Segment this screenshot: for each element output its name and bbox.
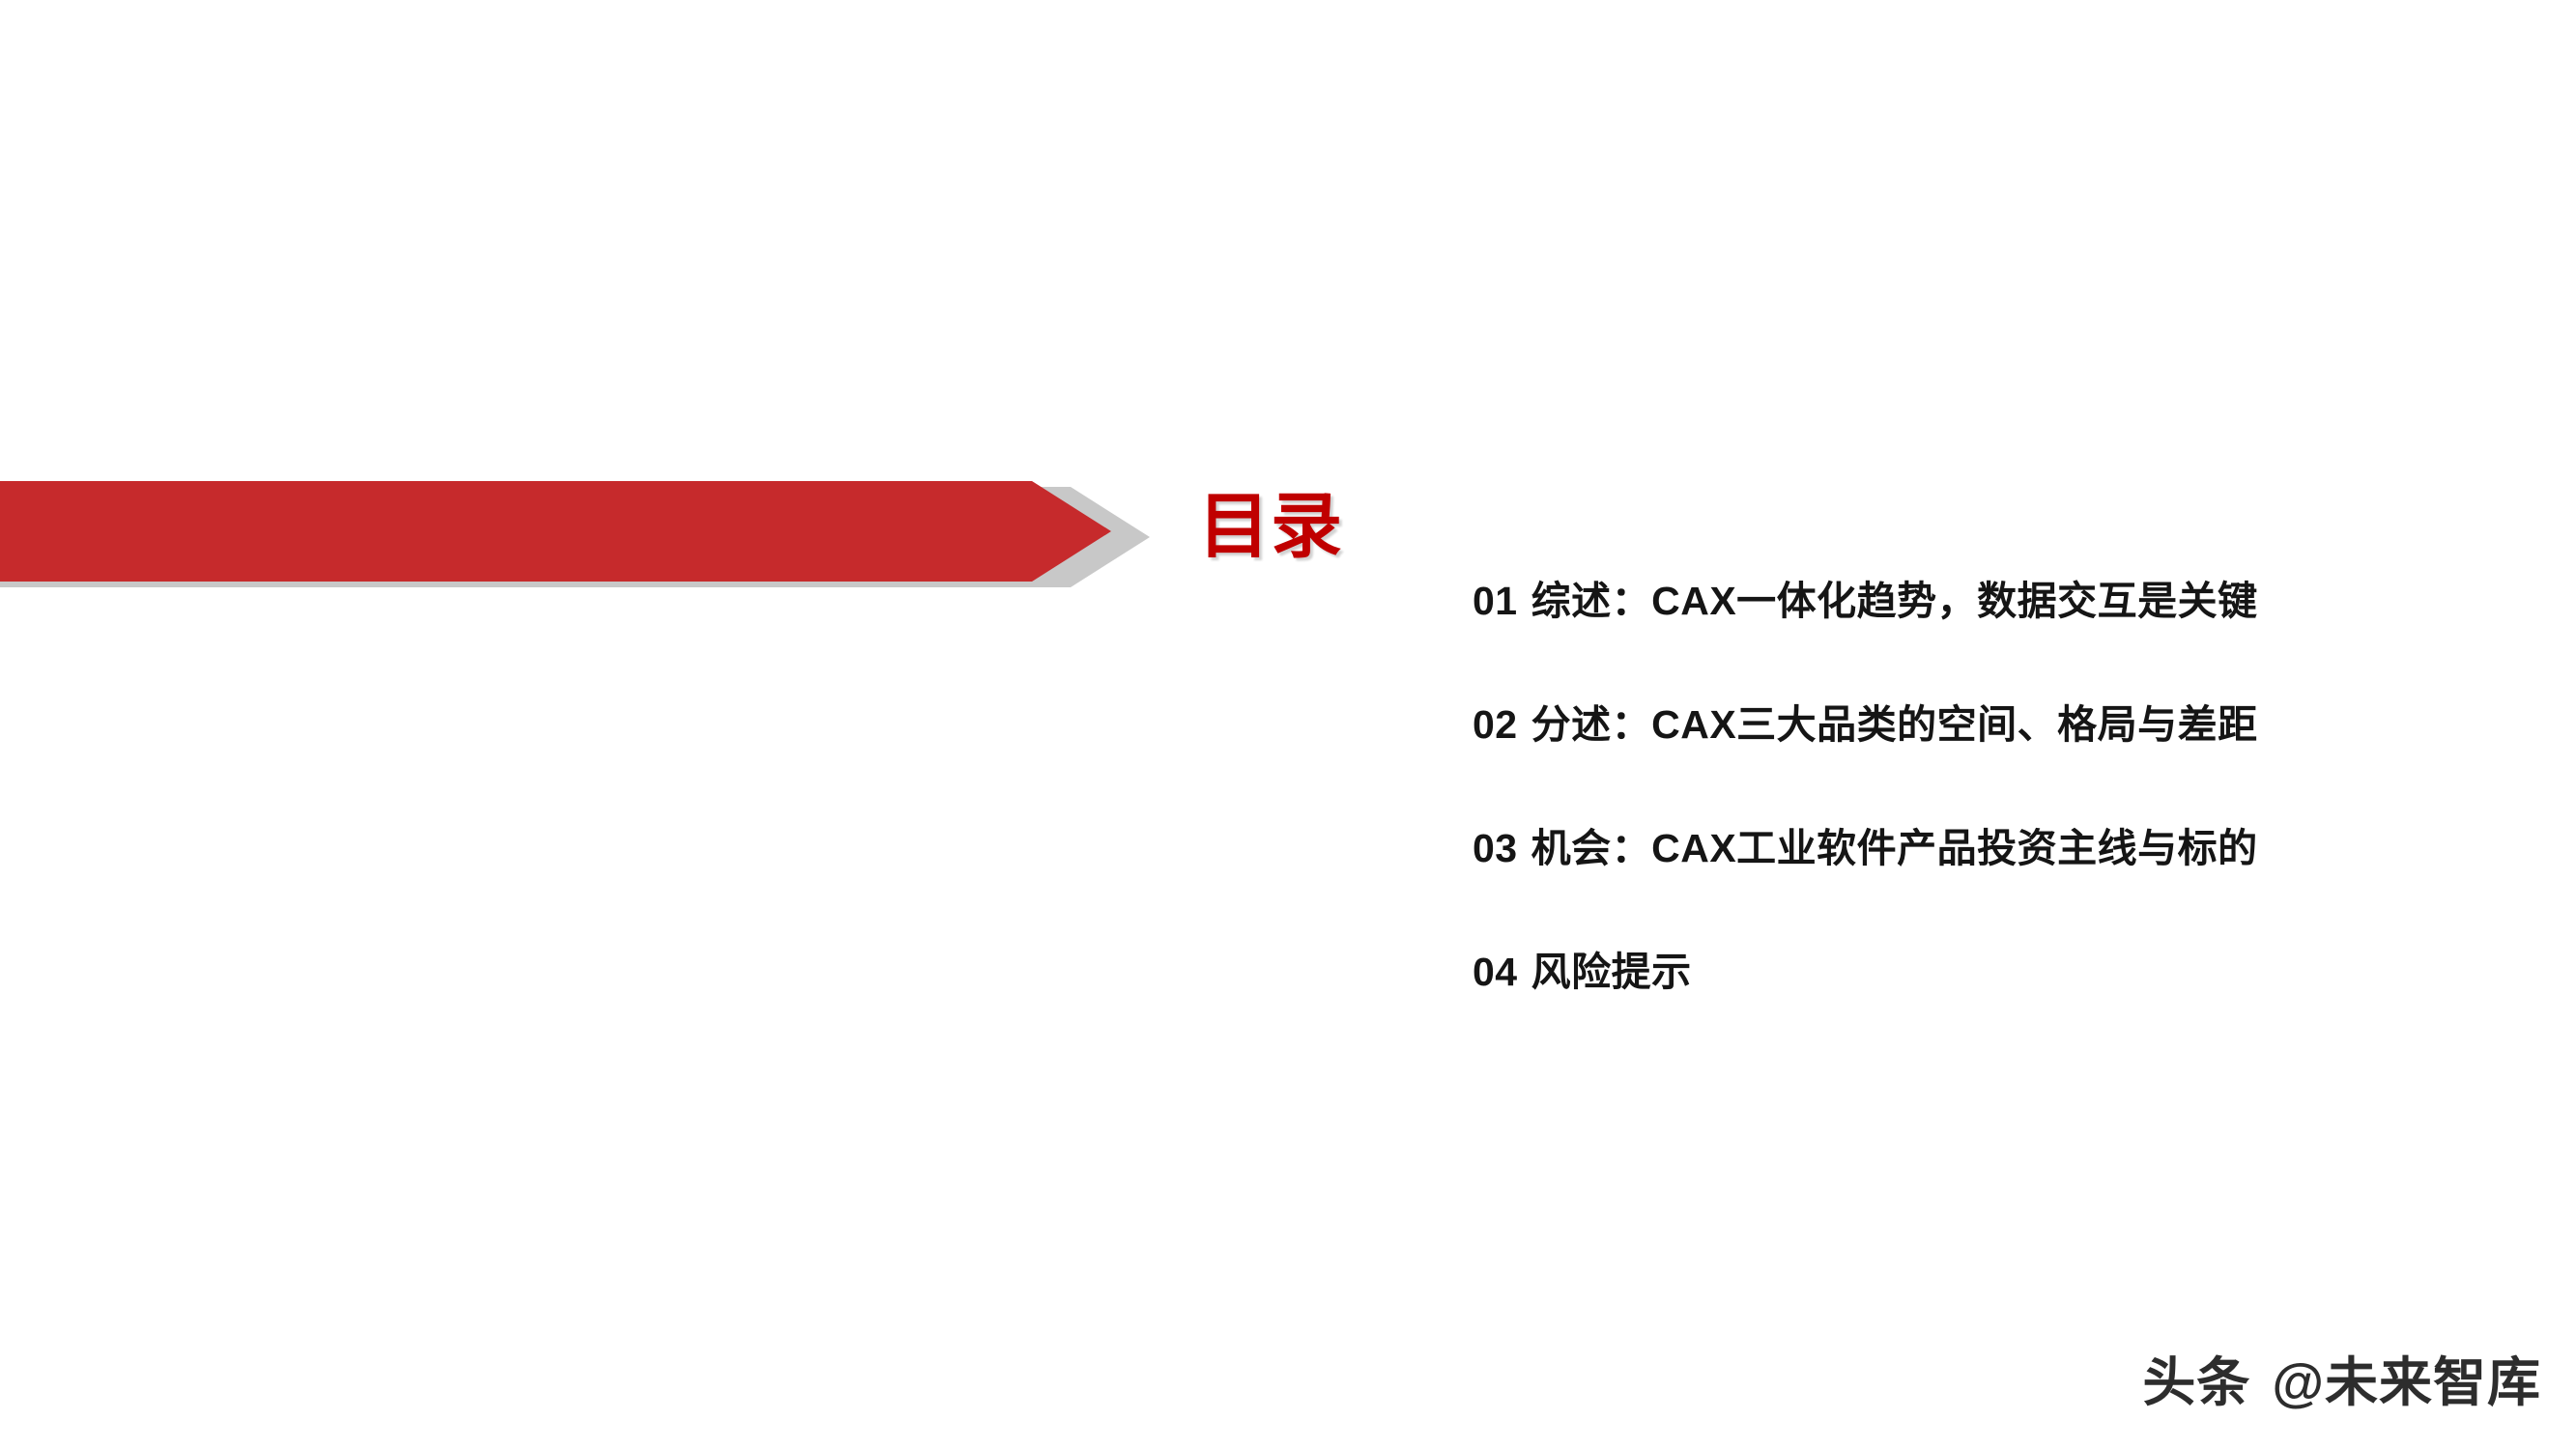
toc-item-02[interactable]: 02 分述：CAX三大品类的空间、格局与差距	[1473, 705, 2439, 753]
toc-item-number: 01	[1473, 579, 1518, 623]
watermark-handle: @未来智库	[2272, 1352, 2541, 1412]
page-title: 目录	[1198, 486, 1343, 566]
toc-item-number: 02	[1473, 702, 1518, 747]
toc-item-number: 04	[1473, 950, 1518, 994]
watermark: 头条 @未来智库	[2142, 1339, 2541, 1416]
toc-item-label: 综述：CAX一体化趋势，数据交互是关键	[1531, 579, 2258, 623]
chevron-banner	[0, 481, 1150, 587]
toc-item-label: 分述：CAX三大品类的空间、格局与差距	[1531, 702, 2258, 747]
toc-item-01[interactable]: 01 综述：CAX一体化趋势，数据交互是关键	[1473, 582, 2439, 630]
toc-item-03[interactable]: 03 机会：CAX工业软件产品投资主线与标的	[1473, 829, 2439, 877]
toc-item-number: 03	[1473, 826, 1518, 870]
toc-item-label: 风险提示	[1531, 950, 1692, 994]
toc-item-label: 机会：CAX工业软件产品投资主线与标的	[1531, 826, 2258, 870]
table-of-contents: 01 综述：CAX一体化趋势，数据交互是关键 02 分述：CAX三大品类的空间、格局…	[1473, 582, 2439, 1001]
toc-item-04[interactable]: 04 风险提示	[1473, 952, 2439, 1001]
chevron-banner-red	[0, 481, 1111, 582]
watermark-brand: 头条	[2142, 1352, 2251, 1412]
